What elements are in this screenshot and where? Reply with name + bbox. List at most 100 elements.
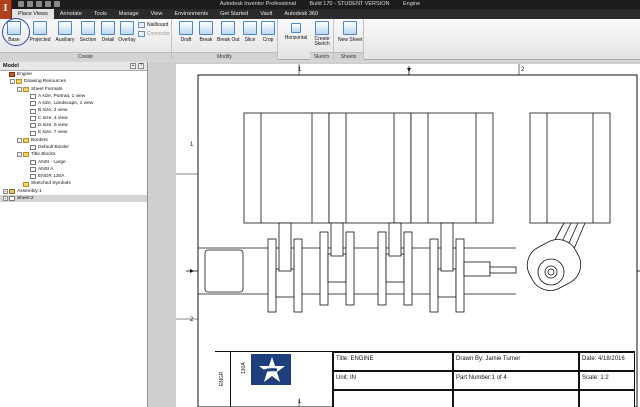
- drawn-by-cell: Drawn By: Jamie Turner: [453, 352, 579, 371]
- tab-get-started[interactable]: Get Started: [220, 11, 249, 17]
- overlay-view-button[interactable]: Overlay: [117, 21, 137, 49]
- new-sheet-button[interactable]: New Sheet: [338, 21, 362, 49]
- new-file-icon[interactable]: [18, 1, 24, 7]
- highlight-annotation: [2, 18, 30, 46]
- tree-node[interactable]: + Sheet:2: [0, 195, 147, 203]
- open-file-icon[interactable]: [27, 1, 33, 7]
- tab-vault[interactable]: Vault: [260, 11, 273, 17]
- tab-environments[interactable]: Environments: [174, 11, 209, 17]
- create-sketch-icon: [315, 21, 329, 35]
- ribbon-tabs: Place Views Annotate Tools Manage View E…: [12, 9, 640, 19]
- overlay-view-label: Overlay: [118, 37, 136, 43]
- create-sketch-button[interactable]: Create Sketch: [312, 21, 332, 49]
- break-button[interactable]: Break: [196, 21, 216, 49]
- slice-button[interactable]: Slice: [240, 21, 260, 49]
- drawing-sheet[interactable]: 1 2 1 2 1 2 ENGR 130A Title: ENGINE Unit…: [176, 64, 640, 407]
- undo-icon[interactable]: [45, 1, 51, 7]
- auxiliary-view-button[interactable]: Auxiliary: [54, 21, 76, 49]
- new-sheet-label: New Sheet: [338, 37, 363, 43]
- zone-top-2: 2: [521, 67, 525, 73]
- document-icon: [30, 94, 36, 100]
- tree-node[interactable]: Default Border: [0, 144, 147, 151]
- zone-left-1: 1: [190, 142, 194, 148]
- draft-button[interactable]: Draft: [176, 21, 196, 49]
- slice-icon: [243, 21, 257, 35]
- document-icon: [9, 196, 15, 202]
- tab-tools[interactable]: Tools: [93, 11, 107, 17]
- application-menu-button[interactable]: I: [0, 0, 12, 19]
- scale-cell: Scale: 1:2: [579, 371, 635, 390]
- tree-node[interactable]: -Title Blocks: [0, 151, 147, 158]
- expand-icon[interactable]: +: [3, 196, 8, 202]
- tab-manage[interactable]: Manage: [118, 11, 139, 17]
- dept-vertical-text: ENGR: [219, 371, 225, 386]
- break-out-label: Break Out: [217, 37, 240, 43]
- tree-node[interactable]: -Sheet Formats: [0, 86, 147, 93]
- browser-add-icon[interactable]: +: [130, 63, 136, 69]
- course-vertical-text: 130A: [241, 362, 247, 374]
- browser-title[interactable]: Model: [3, 63, 19, 69]
- date-cell: Date: 4/18/2016: [579, 352, 635, 371]
- tree-node[interactable]: Sketched Symbols: [0, 180, 147, 187]
- tab-annotate[interactable]: Annotate: [59, 11, 82, 17]
- tree-node-label: E size, 7 view: [38, 130, 68, 136]
- drawing-canvas[interactable]: 1 2 1 2 1 2 ENGR 130A Title: ENGINE Unit…: [149, 62, 640, 407]
- assembly-icon: [9, 188, 15, 194]
- redo-icon[interactable]: [54, 1, 60, 7]
- zone-bottom-1: 1: [298, 399, 302, 405]
- horizontal-label: Horizontal: [284, 35, 308, 41]
- tree-node-label: ANSI - Large: [38, 159, 66, 165]
- save-icon[interactable]: [36, 1, 42, 7]
- tree-node[interactable]: ANSI A: [0, 166, 147, 173]
- tree-node[interactable]: B size, 2 view: [0, 107, 147, 114]
- group-sheets-label: Sheets: [334, 52, 363, 60]
- engine-side-view: [526, 112, 611, 291]
- engine-cylinder-block: [243, 112, 494, 224]
- document-icon: [30, 145, 36, 151]
- section-view-button[interactable]: Section: [78, 21, 98, 49]
- collapse-icon[interactable]: -: [10, 79, 15, 85]
- horizontal-dropdown[interactable]: Horizontal: [283, 21, 309, 49]
- tree-node-label: Borders: [31, 137, 48, 143]
- tree-node[interactable]: E size, 7 view: [0, 129, 147, 136]
- tree-node-label: Engine: [17, 72, 32, 77]
- tree-node[interactable]: +Assembly:1: [0, 188, 147, 195]
- tree-node[interactable]: C size, 4 view: [0, 115, 147, 122]
- section-view-icon: [81, 21, 95, 35]
- collapse-icon[interactable]: -: [17, 137, 22, 143]
- slice-label: Slice: [244, 37, 256, 43]
- tree-node[interactable]: A size, Portrait, 1 view: [0, 93, 147, 100]
- detail-view-button[interactable]: Detail: [98, 21, 118, 49]
- crop-icon: [261, 21, 275, 35]
- collapse-icon[interactable]: -: [17, 86, 22, 92]
- tree-node[interactable]: -Drawing Resources: [0, 78, 147, 85]
- tab-autodesk-360[interactable]: Autodesk 360: [284, 11, 319, 17]
- break-icon: [199, 21, 213, 35]
- tree-node[interactable]: ANSI - Large: [0, 159, 147, 166]
- document-icon: [30, 101, 36, 107]
- break-label: Break: [199, 37, 213, 43]
- overlay-view-icon: [120, 21, 134, 35]
- connector-button[interactable]: Connector: [138, 31, 170, 37]
- folder-icon: [16, 79, 22, 85]
- projected-view-icon: [33, 21, 47, 35]
- tree-node[interactable]: ENGR 130A: [0, 173, 147, 180]
- tree-node[interactable]: D size, 6 view: [0, 122, 147, 129]
- detail-view-label: Detail: [101, 37, 115, 43]
- tree-node[interactable]: - Borders: [0, 137, 147, 144]
- browser-help-icon[interactable]: ?: [138, 63, 144, 69]
- expand-icon[interactable]: +: [3, 188, 8, 194]
- nailboard-button[interactable]: Nailboard: [138, 22, 168, 28]
- collapse-icon[interactable]: -: [17, 152, 22, 158]
- crop-button[interactable]: Crop: [258, 21, 278, 49]
- projected-view-button[interactable]: Projected: [29, 21, 51, 49]
- tab-place-views[interactable]: Place Views: [12, 9, 54, 19]
- folder-icon: [23, 152, 29, 158]
- tab-view[interactable]: View: [150, 11, 163, 17]
- break-out-button[interactable]: Break Out: [217, 21, 240, 49]
- tree-node[interactable]: A size, Landscape, 1 view: [0, 100, 147, 107]
- tree-node[interactable]: Engine: [0, 71, 147, 78]
- detail-view-icon: [101, 21, 115, 35]
- tree-node-label: Sheet:2: [17, 196, 34, 202]
